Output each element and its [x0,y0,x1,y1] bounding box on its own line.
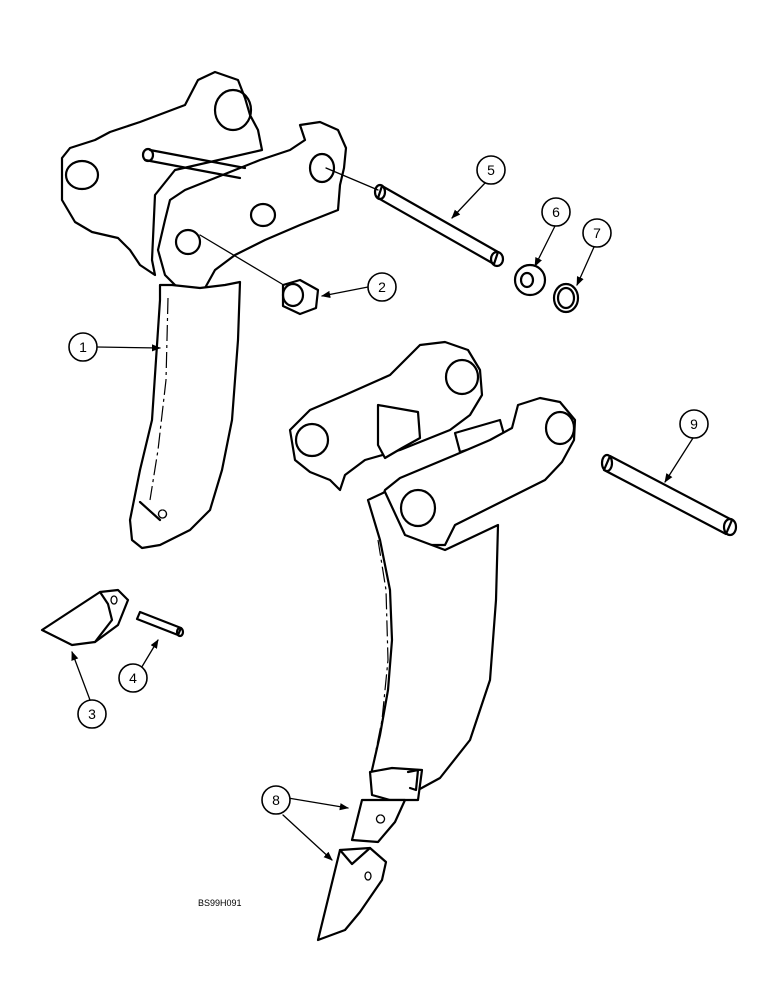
callout-8: 8 [261,785,291,815]
mounting-pin-upper [325,167,505,268]
washer [513,263,547,297]
callout-2: 2 [367,272,397,302]
leader-lines [71,182,694,861]
ripper-assembly-lower [288,340,577,844]
callout-3: 3 [77,699,107,729]
drawing-reference-code: BS99H091 [198,898,242,908]
callout-9-label: 9 [690,416,698,432]
callout-8-label: 8 [272,792,280,808]
callout-9: 9 [679,409,709,439]
callout-6-label: 6 [552,204,560,220]
ripper-tooth-lower [316,846,388,942]
callout-4-label: 4 [129,670,137,686]
callout-7-label: 7 [593,225,601,241]
callout-5: 5 [476,155,506,185]
tooth-pin [135,610,185,638]
mounting-pin-lower [600,453,738,537]
ripper-tooth [40,588,130,647]
callout-7: 7 [582,218,612,248]
bushing [199,234,320,316]
callout-4: 4 [118,663,148,693]
callout-1-label: 1 [79,339,87,355]
callout-6: 6 [541,197,571,227]
callout-1: 1 [68,332,98,362]
retaining-ring [552,282,580,314]
callout-5-label: 5 [487,162,495,178]
callout-2-label: 2 [378,279,386,295]
callout-3-label: 3 [88,706,96,722]
